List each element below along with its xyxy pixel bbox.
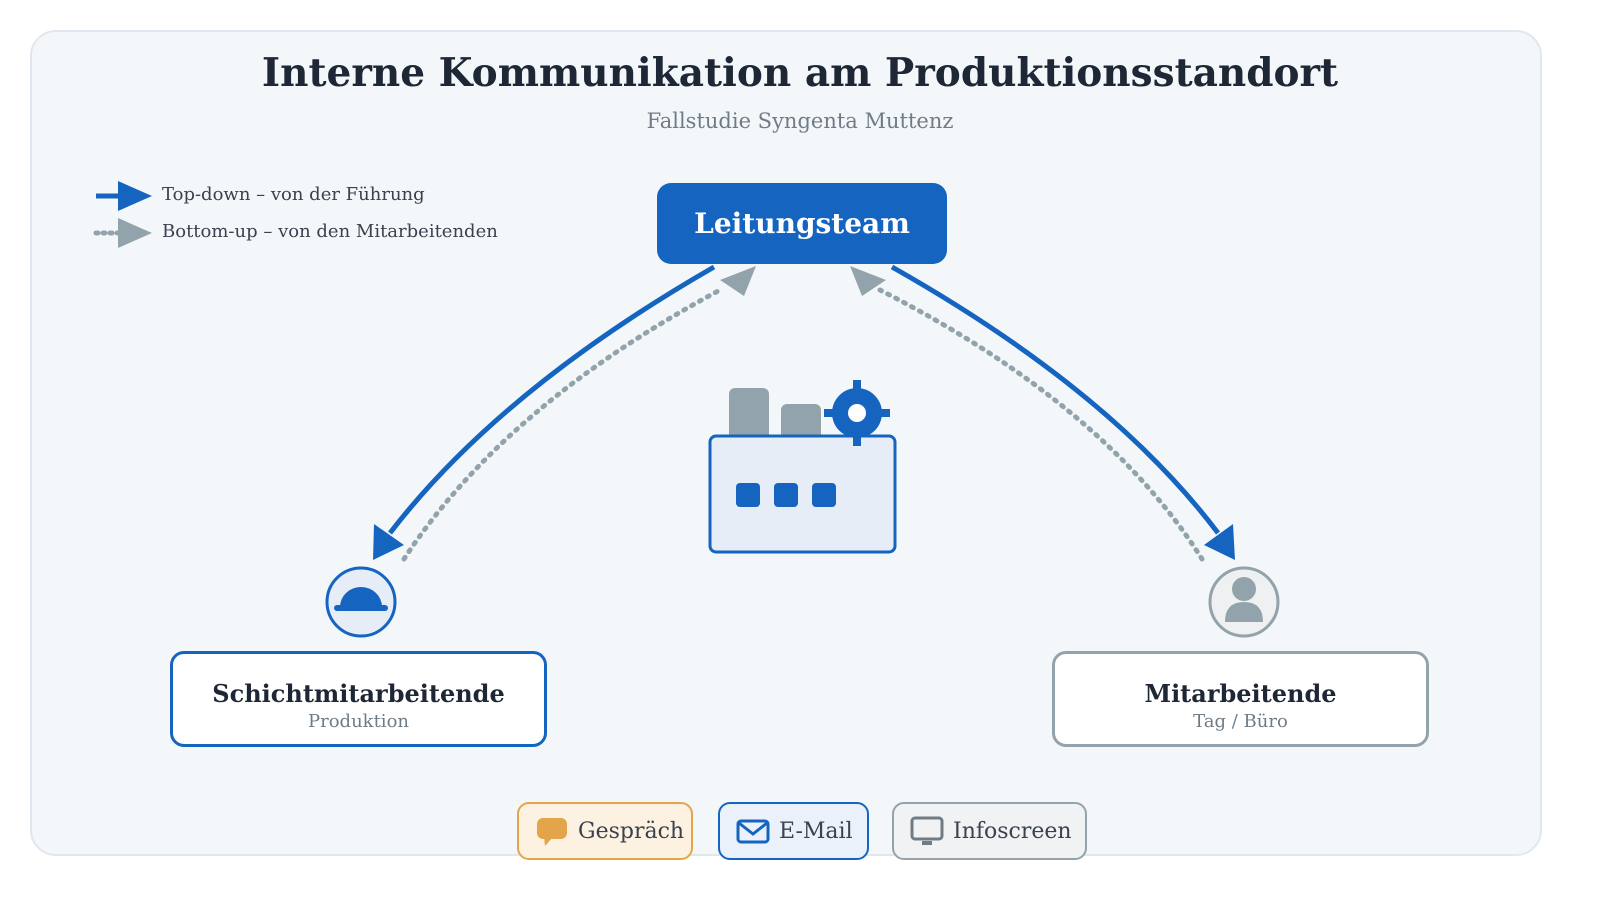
arrow-bottom-up-right bbox=[850, 266, 1205, 562]
node-staff-subtitle: Tag / Büro bbox=[1193, 711, 1288, 732]
node-staff-title: Mitarbeitende bbox=[1144, 679, 1337, 708]
legend-top-down-label: Top-down – von der Führung bbox=[162, 184, 425, 205]
node-shift-workers: Schichtmitarbeitende Produktion bbox=[170, 651, 547, 747]
node-shift-workers-subtitle: Produktion bbox=[308, 711, 409, 732]
legend-bottom-up-label: Bottom-up – von den Mitarbeitenden bbox=[162, 221, 498, 242]
envelope-icon bbox=[736, 819, 770, 844]
arrow-top-down-right bbox=[890, 264, 1235, 560]
page-subtitle: Fallstudie Syngenta Muttenz bbox=[646, 109, 954, 133]
node-shift-workers-title: Schichtmitarbeitende bbox=[212, 679, 505, 708]
channel-email: E-Mail bbox=[718, 802, 869, 860]
legend-top-down-icon bbox=[96, 181, 152, 211]
factory-icon bbox=[708, 380, 897, 554]
speech-bubble-icon bbox=[537, 818, 567, 846]
channel-infoscreen: Infoscreen bbox=[892, 802, 1087, 860]
channel-infoscreen-label: Infoscreen bbox=[953, 818, 1072, 844]
hard-hat-icon bbox=[325, 566, 397, 638]
channel-conversation-label: Gespräch bbox=[578, 818, 685, 844]
page-title: Interne Kommunikation am Produktionsstan… bbox=[261, 50, 1339, 96]
channel-email-label: E-Mail bbox=[779, 818, 853, 844]
node-staff: Mitarbeitende Tag / Büro bbox=[1052, 651, 1429, 747]
node-leitungsteam-label: Leitungsteam bbox=[694, 207, 910, 240]
channel-conversation: Gespräch bbox=[517, 802, 693, 860]
node-leitungsteam: Leitungsteam bbox=[657, 183, 947, 264]
monitor-icon bbox=[910, 816, 944, 845]
arrow-bottom-up-left bbox=[401, 266, 756, 562]
gear-icon bbox=[824, 380, 890, 446]
legend-bottom-up-icon bbox=[93, 218, 152, 248]
person-icon bbox=[1208, 566, 1280, 638]
arrow-top-down-left bbox=[373, 264, 716, 560]
